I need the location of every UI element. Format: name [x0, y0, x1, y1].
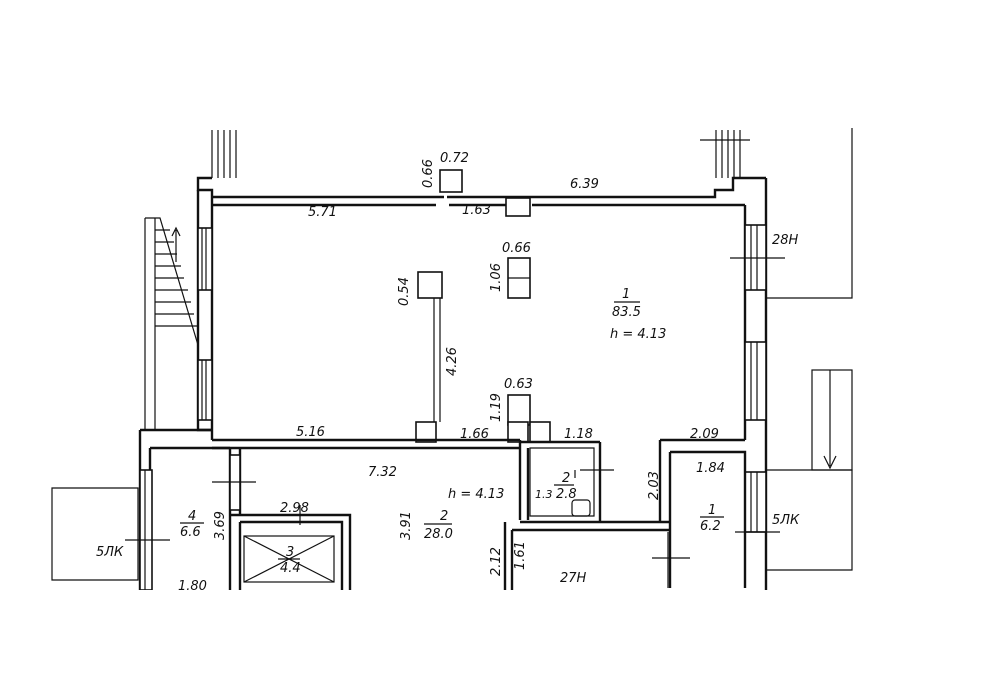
interior-partitions	[212, 298, 747, 590]
dimension-label: 4.26	[445, 347, 460, 376]
room-height: h = 4.13	[610, 327, 666, 342]
room-left-label: 4 6.6	[180, 509, 204, 540]
tag-label: 28Н	[772, 233, 799, 248]
dimension-label: 5.16	[296, 425, 325, 440]
window-left-wall	[197, 227, 213, 421]
dimension-label: 1.19	[489, 393, 504, 422]
room-hall-label: h = 4.13 2 28.0	[424, 487, 504, 542]
tag-labels: 28Н 5ЛК 5ЛК 27Н	[96, 233, 800, 586]
room-height: h = 4.13	[448, 487, 504, 502]
room-number: 2	[562, 471, 570, 486]
room-number: 1	[622, 287, 630, 302]
room-number: 3	[286, 545, 294, 560]
dimension-label: 7.32	[368, 465, 397, 480]
dimension-label: 1.18	[564, 427, 593, 442]
dimension-label: 0.54	[397, 277, 412, 306]
exterior-stair	[144, 217, 199, 430]
dimension-label: 1.84	[696, 461, 725, 476]
dimension-label: 2.09	[690, 427, 719, 442]
room-wc-label: 2 2.8	[554, 471, 577, 502]
room-stair-label: 3 4.4	[278, 545, 301, 576]
room-number: 4	[188, 509, 196, 524]
dimension-label: 0.66	[421, 159, 436, 188]
columns	[415, 169, 551, 443]
lower-left-rooms	[139, 446, 352, 591]
dimension-label: 5.71	[308, 205, 337, 220]
dimension-label: 3.69	[213, 511, 228, 540]
room-number: 1	[708, 503, 716, 518]
main-room-walls	[138, 176, 768, 590]
room-area: 6.6	[180, 525, 201, 540]
room-number: 2	[440, 509, 448, 524]
dimension-label: 2.12	[489, 547, 504, 576]
room-area: 83.5	[612, 305, 641, 320]
dimension-label: 0.66	[502, 241, 531, 256]
room-area: 4.4	[280, 561, 301, 576]
dimension-label: 6.39	[570, 177, 599, 192]
dimension-label: 1.63	[462, 203, 491, 218]
tag-label: 5ЛК	[96, 545, 124, 560]
dimension-label: 0.63	[504, 377, 533, 392]
dimension-label: 1.06	[489, 263, 504, 292]
dimension-label: 2.98	[280, 501, 309, 516]
tag-label: 5ЛК	[772, 513, 800, 528]
room-area: 6.2	[700, 519, 721, 534]
dimension-label: 1.66	[460, 427, 489, 442]
room-area: 2.8	[556, 487, 577, 502]
section-marks	[125, 257, 785, 588]
dimension-label: 3.91	[399, 511, 414, 540]
dimension-label: 1.3	[535, 488, 553, 501]
dimension-label: 0.72	[440, 151, 469, 166]
room-main-label: 1 83.5 h = 4.13	[610, 287, 666, 342]
window-right-wall	[744, 224, 767, 533]
exterior-right	[51, 128, 853, 581]
dimension-label: 1.61	[513, 541, 528, 570]
dimension-labels: 0.72 0.66 6.39 5.71 1.63 0.66 1.06 0.54 …	[178, 151, 725, 594]
room-right-label: 1 6.2	[700, 503, 724, 534]
dimension-label: 2.03	[647, 471, 662, 500]
room-area: 28.0	[424, 527, 453, 542]
chimney-stubs	[211, 130, 750, 178]
tag-label: 27Н	[560, 571, 587, 586]
